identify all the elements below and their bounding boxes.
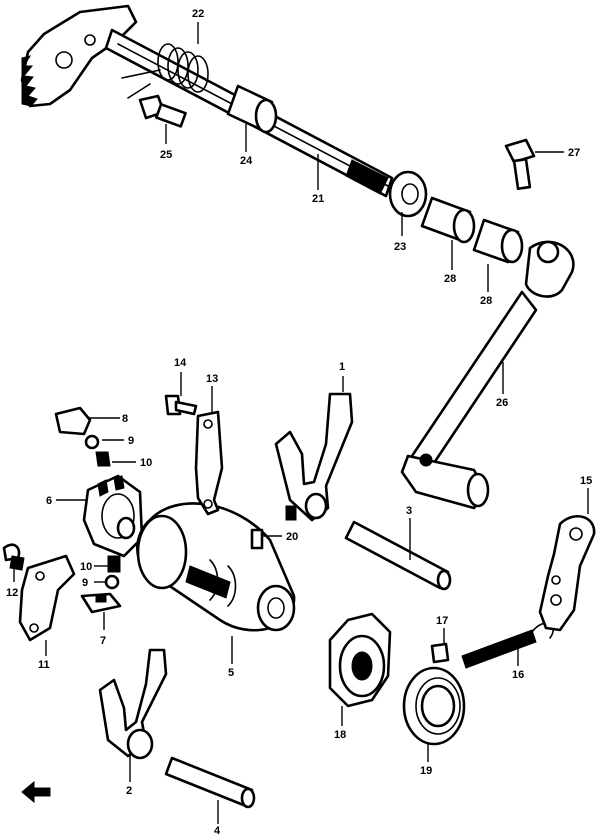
callout-18: 18 <box>334 729 346 741</box>
callout-4: 4 <box>214 825 221 836</box>
gearshift-shaft-assembly <box>20 4 524 264</box>
shaft-oil-seal <box>388 170 428 218</box>
collar <box>226 84 278 134</box>
callout-6: 6 <box>46 495 52 507</box>
stopper-pin-upper <box>84 434 100 450</box>
callout-27: 27 <box>568 147 580 159</box>
callout-labels: 22 25 24 21 23 28 28 27 26 1 14 13 8 9 1… <box>6 8 592 836</box>
callout-10-upper: 10 <box>140 457 152 469</box>
cam-bearing-retainer <box>328 612 392 708</box>
callout-25: 25 <box>160 149 172 161</box>
callout-28b: 28 <box>480 295 492 307</box>
callout-24: 24 <box>240 155 253 167</box>
shift-fork-1 <box>274 392 354 522</box>
fork-shaft-upper <box>344 520 452 591</box>
cam-driven-gear <box>82 474 144 558</box>
callout-14: 14 <box>174 357 187 369</box>
callout-7: 7 <box>100 635 106 647</box>
cam-stopper-lower <box>80 592 122 614</box>
cam-stopper-pawl <box>54 406 92 436</box>
front-direction-arrow-icon <box>21 780 51 804</box>
callout-3: 3 <box>406 505 412 517</box>
callout-23: 23 <box>394 241 406 253</box>
sector-hole <box>55 51 73 69</box>
shift-pawl-lifter <box>538 514 596 632</box>
callout-9-upper: 9 <box>128 435 134 447</box>
sector-teeth <box>21 55 38 107</box>
fork-shaft-lower <box>164 756 256 809</box>
spring-stopper-bolt <box>138 94 187 128</box>
callout-12: 12 <box>6 587 18 599</box>
sector-hole-small <box>84 34 96 46</box>
callout-16: 16 <box>512 669 524 681</box>
cam-pin <box>250 528 264 550</box>
callout-13: 13 <box>206 373 218 385</box>
guide-plate-screw <box>164 394 198 416</box>
lever-pinch-bolt <box>504 138 536 190</box>
shaft-spline <box>345 159 389 195</box>
callout-2: 2 <box>126 785 132 797</box>
callout-10-lower: 10 <box>80 561 92 573</box>
gearshift-cam <box>136 502 296 632</box>
callout-9-lower: 9 <box>82 577 88 589</box>
callout-19: 19 <box>420 765 432 777</box>
bushing-b <box>472 218 524 264</box>
bushing-a <box>420 196 476 244</box>
shift-fork-2 <box>98 648 168 760</box>
callout-26: 26 <box>496 397 508 409</box>
callout-20: 20 <box>286 531 298 543</box>
gearshift-lever <box>400 240 575 510</box>
callout-5: 5 <box>228 667 234 679</box>
cam-bearing <box>402 666 466 746</box>
return-spring <box>121 43 209 99</box>
stopper-pin-lower <box>104 574 120 590</box>
cam-guide-plate <box>194 410 224 516</box>
callout-21: 21 <box>312 193 324 205</box>
leader-lines <box>13 22 589 824</box>
callout-11: 11 <box>38 659 50 671</box>
shift-arm-spring <box>461 622 554 669</box>
stopper-spring-upper <box>95 451 111 467</box>
callout-8: 8 <box>122 413 128 425</box>
callout-22: 22 <box>192 8 204 20</box>
callout-17: 17 <box>436 615 448 627</box>
spring-pin <box>430 642 450 664</box>
callout-28a: 28 <box>444 273 456 285</box>
stopper-spring-lower <box>107 555 121 573</box>
shift-sector-plate <box>20 4 138 108</box>
stopper-plate <box>18 554 76 642</box>
callout-15: 15 <box>580 475 592 487</box>
callout-1: 1 <box>339 361 345 373</box>
